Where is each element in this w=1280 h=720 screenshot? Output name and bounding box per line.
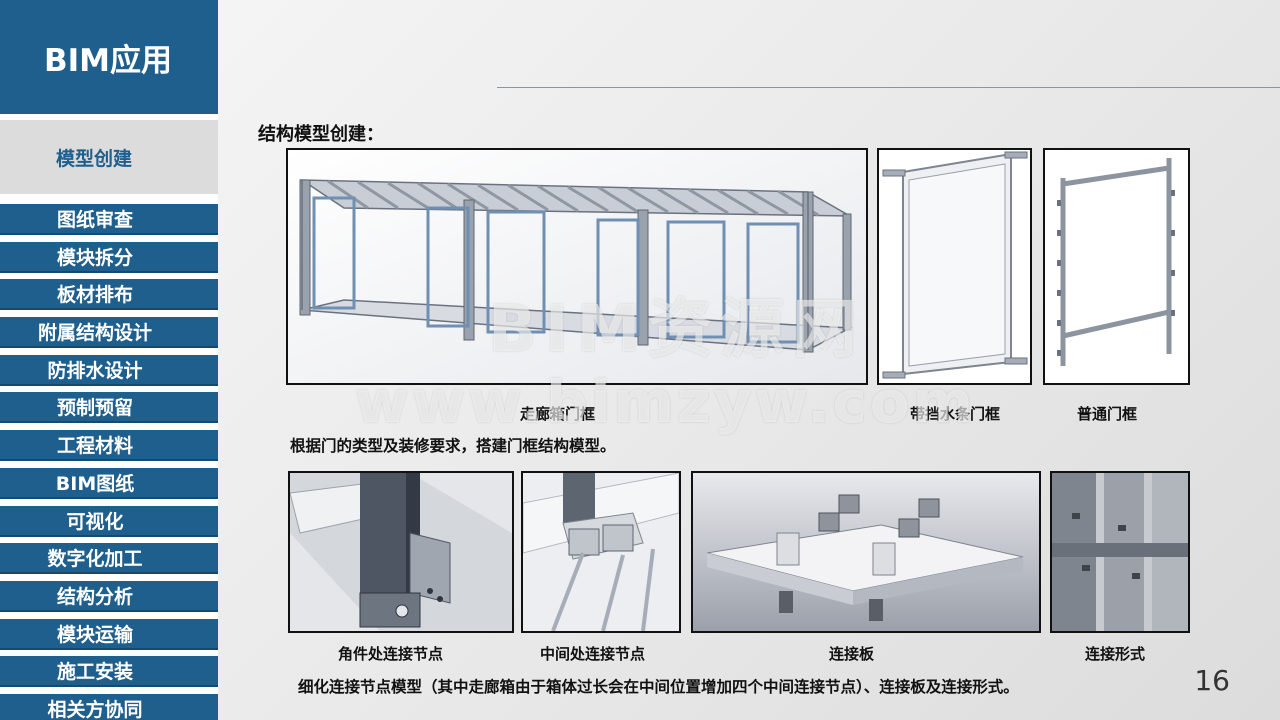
ordinary-door-frame-image bbox=[1043, 148, 1190, 385]
caption-connection-plate: 连接板 bbox=[829, 645, 875, 663]
sidebar-item-waterproofing[interactable]: 防排水设计 bbox=[0, 354, 218, 386]
corner-joint-image bbox=[288, 471, 514, 633]
caption-corridor-frame: 走廊箱门框 bbox=[520, 405, 596, 423]
sidebar-item-drawing-review[interactable]: 图纸审查 bbox=[0, 204, 218, 235]
caption-corner-joint: 角件处连接节点 bbox=[338, 645, 444, 663]
sidebar-item-bim-drawings[interactable]: BIM图纸 bbox=[0, 467, 218, 499]
sidebar-item-installation[interactable]: 施工安装 bbox=[0, 656, 218, 688]
sidebar-item-coordination[interactable]: 相关方协同 bbox=[0, 693, 218, 720]
top-description: 根据门的类型及装修要求，搭建门框结构模型。 bbox=[290, 436, 616, 455]
sidebar-item-auxiliary-structure[interactable]: 附属结构设计 bbox=[0, 317, 218, 349]
caption-middle-joint: 中间处连接节点 bbox=[540, 645, 646, 663]
header-rule bbox=[497, 87, 1280, 88]
connection-form-image bbox=[1050, 471, 1190, 633]
caption-connection-form: 连接形式 bbox=[1085, 645, 1146, 663]
sidebar-item-active[interactable]: 模型创建 bbox=[0, 120, 218, 194]
caption-waterstop-frame: 带挡水条门框 bbox=[910, 405, 1001, 423]
sidebar-item-module-transport[interactable]: 模块运输 bbox=[0, 618, 218, 650]
waterstop-door-frame-image bbox=[877, 148, 1032, 385]
sidebar-item-digital-fabrication[interactable]: 数字化加工 bbox=[0, 543, 218, 575]
corridor-frame-image bbox=[286, 148, 868, 385]
brand-title: BIM应用 bbox=[0, 0, 218, 114]
bottom-description: 细化连接节点模型（其中走廊箱由于箱体过长会在中间位置增加四个中间连接节点）、连接… bbox=[298, 677, 1019, 696]
sidebar-item-panel-layout[interactable]: 板材排布 bbox=[0, 279, 218, 311]
sidebar-item-visualization[interactable]: 可视化 bbox=[0, 505, 218, 537]
middle-joint-image bbox=[521, 471, 681, 633]
sidebar-nav: 图纸审查 模块拆分 板材排布 附属结构设计 防排水设计 预制预留 工程材料 BI… bbox=[0, 204, 218, 720]
sidebar-item-materials[interactable]: 工程材料 bbox=[0, 430, 218, 462]
connection-plate-image bbox=[691, 471, 1041, 633]
sidebar-item-prefab-reserve[interactable]: 预制预留 bbox=[0, 392, 218, 424]
page-number: 16 bbox=[1194, 664, 1230, 697]
sidebar: BIM应用 模型创建 图纸审查 模块拆分 板材排布 附属结构设计 防排水设计 预… bbox=[0, 0, 218, 720]
section-title: 结构模型创建： bbox=[258, 124, 384, 145]
sidebar-item-structural-analysis[interactable]: 结构分析 bbox=[0, 580, 218, 612]
sidebar-item-module-split[interactable]: 模块拆分 bbox=[0, 241, 218, 273]
caption-ordinary-frame: 普通门框 bbox=[1077, 405, 1138, 423]
